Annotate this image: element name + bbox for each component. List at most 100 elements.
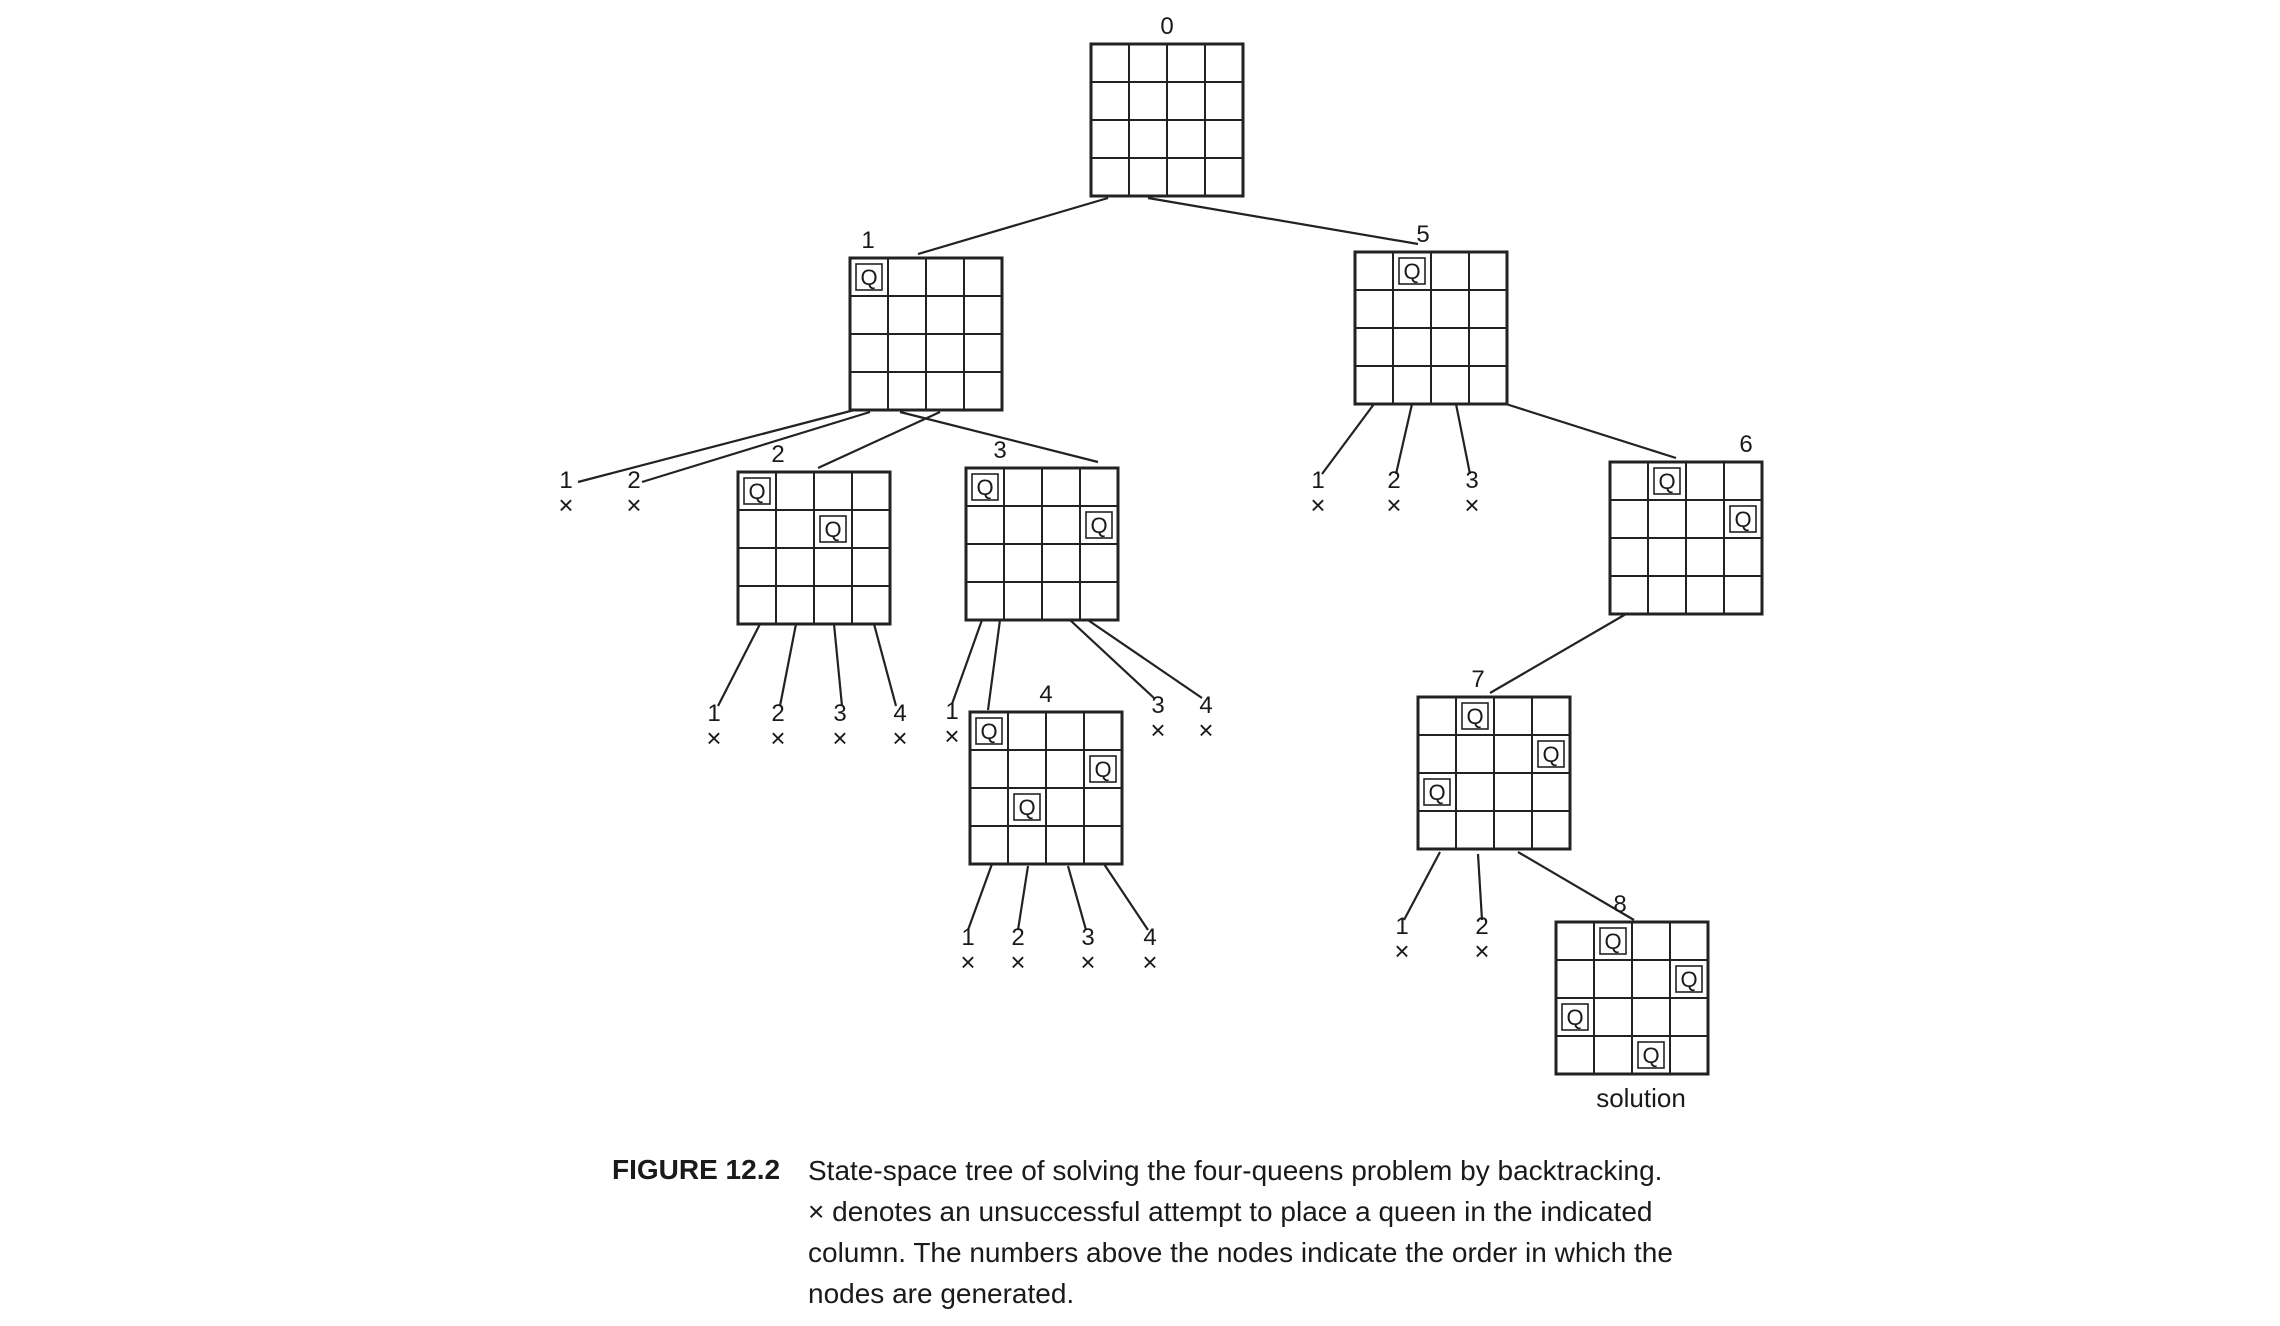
queen-marker: Q xyxy=(1642,1043,1659,1068)
failed-attempt-column: 1 xyxy=(1395,913,1408,940)
queen-marker: Q xyxy=(748,479,765,504)
tree-edge-8 xyxy=(986,619,1002,711)
failed-attempt-mark: × xyxy=(1080,947,1095,977)
tree-edge-7 xyxy=(1517,851,1635,921)
tree-edge-1 xyxy=(917,196,1109,256)
node-order-label: 3 xyxy=(993,437,1006,464)
failed-attempt-mark: × xyxy=(832,723,847,753)
board-node-8: Q Q Q Q xyxy=(1554,920,1710,1076)
failed-attempt-column: 1 xyxy=(707,700,720,727)
failed-attempt-mark: × xyxy=(944,721,959,751)
queen-marker: Q xyxy=(1018,795,1035,820)
tree-edge-6 xyxy=(1489,613,1627,694)
queen-marker: Q xyxy=(824,517,841,542)
failed-attempt-edge xyxy=(1454,403,1472,475)
failed-attempt-column: 1 xyxy=(1311,467,1324,494)
failed-attempt-edge xyxy=(1103,863,1149,931)
node-order-label: 7 xyxy=(1471,666,1484,693)
node-order-label: 0 xyxy=(1160,13,1173,40)
caption-text: State-space tree of solving the four-que… xyxy=(808,1150,1673,1314)
queen-box xyxy=(1561,1003,1589,1031)
queen-marker: Q xyxy=(1428,780,1445,805)
queen-box xyxy=(1537,740,1565,768)
failed-attempt-mark: × xyxy=(1394,936,1409,966)
queen-box xyxy=(971,473,999,501)
tree-edges xyxy=(817,196,1677,921)
queen-marker: Q xyxy=(1094,757,1111,782)
failed-attempt-column: 4 xyxy=(1199,692,1212,719)
queen-marker: Q xyxy=(1090,513,1107,538)
failed-attempt-column: 3 xyxy=(833,700,846,727)
tree-edge-5 xyxy=(1505,402,1677,460)
queen-box xyxy=(1398,257,1426,285)
caption-figure-label: FIGURE 12.2 xyxy=(612,1154,781,1185)
queen-box xyxy=(1085,511,1113,539)
queen-marker: Q xyxy=(976,475,993,500)
failed-attempt-column: 3 xyxy=(1151,692,1164,719)
queen-box xyxy=(855,263,883,291)
node-order-label: 2 xyxy=(771,441,784,468)
queen-marker: Q xyxy=(1466,704,1483,729)
failed-attempt-column: 3 xyxy=(1465,467,1478,494)
failed-attempt-column: 4 xyxy=(893,700,906,727)
queen-box xyxy=(975,717,1003,745)
board-node-7: Q Q Q xyxy=(1416,695,1572,851)
failed-attempt-column: 1 xyxy=(559,467,572,494)
board-node-5: Q xyxy=(1353,250,1509,406)
queen-marker: Q xyxy=(1566,1005,1583,1030)
failed-attempt-edge xyxy=(641,410,871,484)
queen-box xyxy=(1423,778,1451,806)
failed-attempt-mark: × xyxy=(626,490,641,520)
failed-attempt-edge xyxy=(717,623,761,707)
queen-marker: Q xyxy=(1542,742,1559,767)
failed-attempt-mark: × xyxy=(770,723,785,753)
node-order-label: 8 xyxy=(1613,891,1626,918)
failed-attempt-column: 2 xyxy=(1387,467,1400,494)
failed-attempt-mark: × xyxy=(706,723,721,753)
failed-attempt-column: 2 xyxy=(771,700,784,727)
queen-marker: Q xyxy=(1680,967,1697,992)
tree-edge-2 xyxy=(1147,196,1419,246)
failed-attempts: 1×2×1×2×3×4×1×3×4×1×2×3×4×1×2×3×1×2× xyxy=(558,403,1490,977)
queen-marker: Q xyxy=(1403,259,1420,284)
board-node-6: QQ xyxy=(1608,460,1764,616)
failed-attempt-edge xyxy=(1016,865,1030,931)
caption-line-1: State-space tree of solving the four-que… xyxy=(808,1155,1663,1186)
caption-line-4: nodes are generated. xyxy=(808,1278,1075,1309)
failed-attempt-mark: × xyxy=(1310,490,1325,520)
failed-attempt-edge xyxy=(872,623,898,707)
failed-attempt-edge xyxy=(832,623,844,707)
failed-attempt-edge xyxy=(577,406,863,484)
queen-box xyxy=(1653,467,1681,495)
queen-box xyxy=(1089,755,1117,783)
queen-box xyxy=(1675,965,1703,993)
failed-attempt-edge xyxy=(966,863,994,931)
node-order-label: 5 xyxy=(1416,221,1429,248)
node-labels: 0 1 2 3 4 5 6 7 8 xyxy=(771,13,1752,918)
failed-attempt-edge xyxy=(1403,851,1441,921)
queen-box xyxy=(1599,927,1627,955)
queen-box xyxy=(1461,702,1489,730)
queen-box xyxy=(1729,505,1757,533)
node-order-label: 6 xyxy=(1739,431,1752,458)
failed-attempt-mark: × xyxy=(558,490,573,520)
queen-marker: Q xyxy=(860,265,877,290)
node-order-label: 1 xyxy=(861,227,874,254)
node-order-label: 4 xyxy=(1039,681,1052,708)
failed-attempt-edge xyxy=(1069,619,1155,699)
failed-attempt-edge xyxy=(950,619,984,705)
failed-attempt-edge xyxy=(1081,615,1203,699)
queen-marker: Q xyxy=(1604,929,1621,954)
failed-attempt-mark: × xyxy=(1142,947,1157,977)
failed-attempt-column: 4 xyxy=(1143,924,1156,951)
failed-attempt-mark: × xyxy=(1010,947,1025,977)
queen-box xyxy=(819,515,847,543)
queen-box xyxy=(1637,1041,1665,1069)
failed-attempt-column: 1 xyxy=(961,924,974,951)
board-node-1: Q xyxy=(848,256,1004,412)
queen-marker: Q xyxy=(1734,507,1751,532)
failed-attempt-mark: × xyxy=(1474,936,1489,966)
failed-attempt-edge xyxy=(1066,865,1088,931)
